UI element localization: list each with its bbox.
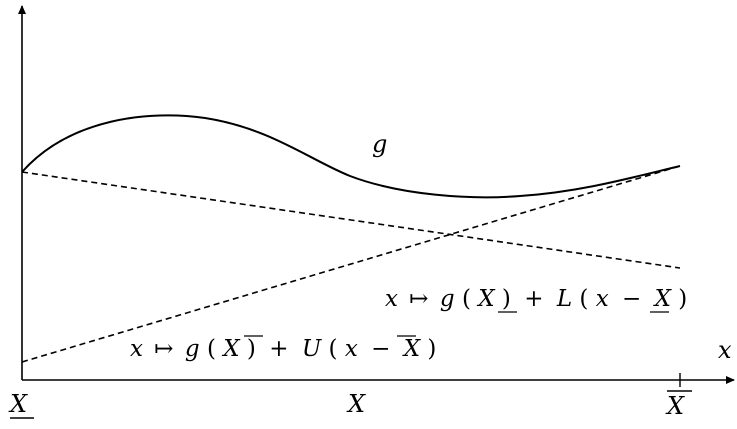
function-symbol: g [185,336,200,362]
domain-label: X [346,390,366,418]
lower-bound-symbol: X [476,286,496,312]
line-lower-slope [21,171,681,269]
curve-g [21,114,681,199]
svg-text:x ↦ g (: x ↦ g ( X ) + L ( x − X ) [385,286,687,312]
line-lower-slope-label: x ↦ g ( X ) + L ( x − X ) [385,286,687,313]
open-paren: ( [462,286,471,312]
line-upper-slope-label: x ↦ g ( X ) + U ( x − X ) [130,335,436,362]
upper-bound-label: X [665,392,685,420]
variable: x [345,336,358,362]
lower-bound-label: X [8,390,28,418]
upper-bound-symbol: X [402,336,422,362]
arg: x [385,286,398,312]
plus-sign: + [524,286,543,312]
close-paren: ) [678,286,687,312]
svg-text:x ↦ g (: x ↦ g ( X ) + U ( x − X ) [130,336,436,362]
function-symbol: g [440,286,455,312]
x-axis-label: x [718,336,732,364]
upper-bound-symbol: X [221,336,241,362]
slope-coefficient: U [302,336,323,362]
curve-g-label: g [372,130,387,158]
minus-sign: − [622,286,641,312]
close-paren: ) [502,286,511,312]
variable: x [596,286,609,312]
close-paren: ) [247,336,256,362]
line-upper-slope [21,165,681,363]
arg: x [130,336,143,362]
open-paren: ( [329,336,338,362]
open-paren: ( [207,336,216,362]
lower-bound-symbol: X [653,286,673,312]
slope-coefficient: L [556,286,572,312]
open-paren: ( [579,286,588,312]
minus-sign: − [371,336,390,362]
mapsto-symbol: ↦ [154,336,173,362]
plus-sign: + [269,336,288,362]
close-paren: ) [427,336,436,362]
mapsto-symbol: ↦ [409,286,428,312]
